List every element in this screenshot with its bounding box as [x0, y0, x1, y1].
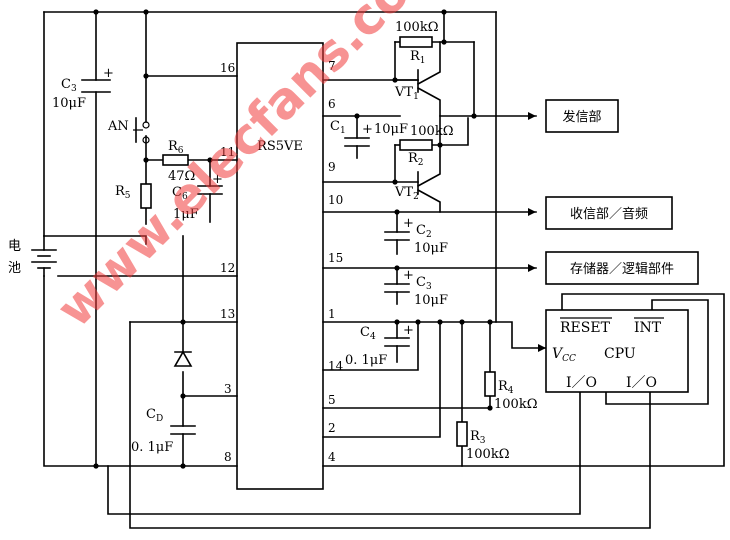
pin-15: 15	[328, 251, 343, 265]
diode	[173, 350, 193, 367]
an-label: AN	[107, 119, 129, 134]
pin-13: 13	[220, 307, 235, 321]
cpu-label: CPU	[604, 346, 636, 362]
block-memory	[545, 251, 699, 285]
switch-an	[133, 117, 150, 144]
resistor-r3	[456, 421, 468, 447]
c4-value: 0. 1μF	[345, 353, 387, 368]
block-memory-label: 存储器／逻辑部件	[570, 262, 674, 277]
c4-ref: C4	[360, 325, 376, 342]
pin-16: 16	[220, 61, 235, 75]
c1-value: 10μF	[374, 122, 408, 137]
c2-plus: +	[403, 216, 414, 231]
pin-2: 2	[328, 421, 336, 435]
cpu-io-2: I／O	[626, 375, 657, 391]
right-wiring	[107, 11, 725, 515]
arrowheads	[528, 112, 546, 352]
battery-label-2: 池	[8, 261, 21, 276]
c3-right-plus: +	[403, 268, 414, 283]
resistor-r2	[399, 139, 433, 151]
pin-5: 5	[328, 393, 336, 407]
resistor-r4	[484, 371, 496, 397]
block-receiver	[545, 196, 673, 230]
c1-plus: +	[362, 122, 373, 137]
r6-value: 47Ω	[168, 169, 195, 184]
c3-right-ref: C3	[416, 275, 432, 292]
capacitor-c6	[197, 185, 223, 195]
c6-value: 1μF	[173, 207, 199, 222]
r2-ref: R2	[408, 151, 424, 168]
pin-11: 11	[220, 145, 235, 159]
resistor-r5	[140, 183, 152, 209]
c1-ref: C1	[330, 119, 346, 136]
pin-4: 4	[328, 450, 336, 464]
resistor-r1	[399, 36, 433, 48]
capacitor-c3-right	[384, 283, 410, 293]
capacitor-c3-left	[81, 79, 111, 93]
pin-14: 14	[328, 359, 344, 373]
r1-ref: R1	[410, 49, 426, 66]
pin-6: 6	[328, 97, 336, 111]
cpu-vcc: VCC	[552, 346, 576, 364]
c2-value: 10μF	[414, 241, 448, 256]
pin-12: 12	[220, 261, 235, 275]
cpu-io-1: I／O	[566, 375, 597, 391]
c2-ref: C2	[416, 223, 432, 240]
ic-rs5ve	[236, 42, 324, 490]
r6-ref: R6	[168, 139, 184, 156]
capacitor-c4	[384, 337, 410, 347]
r4-ref: R4	[498, 379, 514, 396]
c6-plus: +	[212, 172, 223, 187]
pin-7: 7	[328, 59, 336, 73]
cpu-block	[545, 309, 689, 393]
r4-value: 100kΩ	[494, 397, 537, 412]
c3-left-ref: C3	[61, 77, 77, 94]
vt2-ref: VT2	[394, 185, 419, 202]
capacitor-c1	[344, 137, 370, 147]
r1-value: 100kΩ	[395, 20, 438, 35]
junction-dots	[93, 9, 493, 469]
c3-left-value: 10μF	[52, 96, 86, 111]
pin-9: 9	[328, 160, 336, 174]
c4-plus: +	[403, 323, 414, 338]
ic-label: RS5VE	[257, 139, 303, 154]
left-wiring	[43, 11, 651, 529]
pin-8: 8	[224, 450, 232, 464]
capacitor-cd	[170, 425, 196, 435]
r5-ref: R5	[115, 184, 131, 201]
cpu-int: INT	[634, 320, 662, 336]
capacitor-c2	[384, 231, 410, 241]
c3-left-plus: +	[103, 66, 114, 81]
block-receiver-label: 收信部／音频	[570, 206, 648, 222]
pin-1: 1	[328, 307, 336, 321]
cd-ref: CD	[146, 407, 163, 424]
cpu-reset: RESET	[560, 320, 611, 336]
r3-ref: R3	[470, 429, 486, 446]
resistor-r6	[162, 154, 189, 166]
block-transmitter-label: 发信部	[562, 109, 601, 125]
pin-10: 10	[328, 193, 343, 207]
c3-right-value: 10μF	[414, 293, 448, 308]
vt1-ref: VT1	[394, 85, 419, 102]
cd-value: 0. 1μF	[131, 440, 173, 455]
battery-label-1: 电	[8, 239, 21, 254]
battery	[31, 235, 57, 277]
block-transmitter	[545, 99, 619, 133]
r2-value: 100kΩ	[410, 124, 453, 139]
pin-3: 3	[224, 382, 232, 396]
r3-value: 100kΩ	[466, 447, 509, 462]
c6-ref: C6	[172, 185, 188, 202]
